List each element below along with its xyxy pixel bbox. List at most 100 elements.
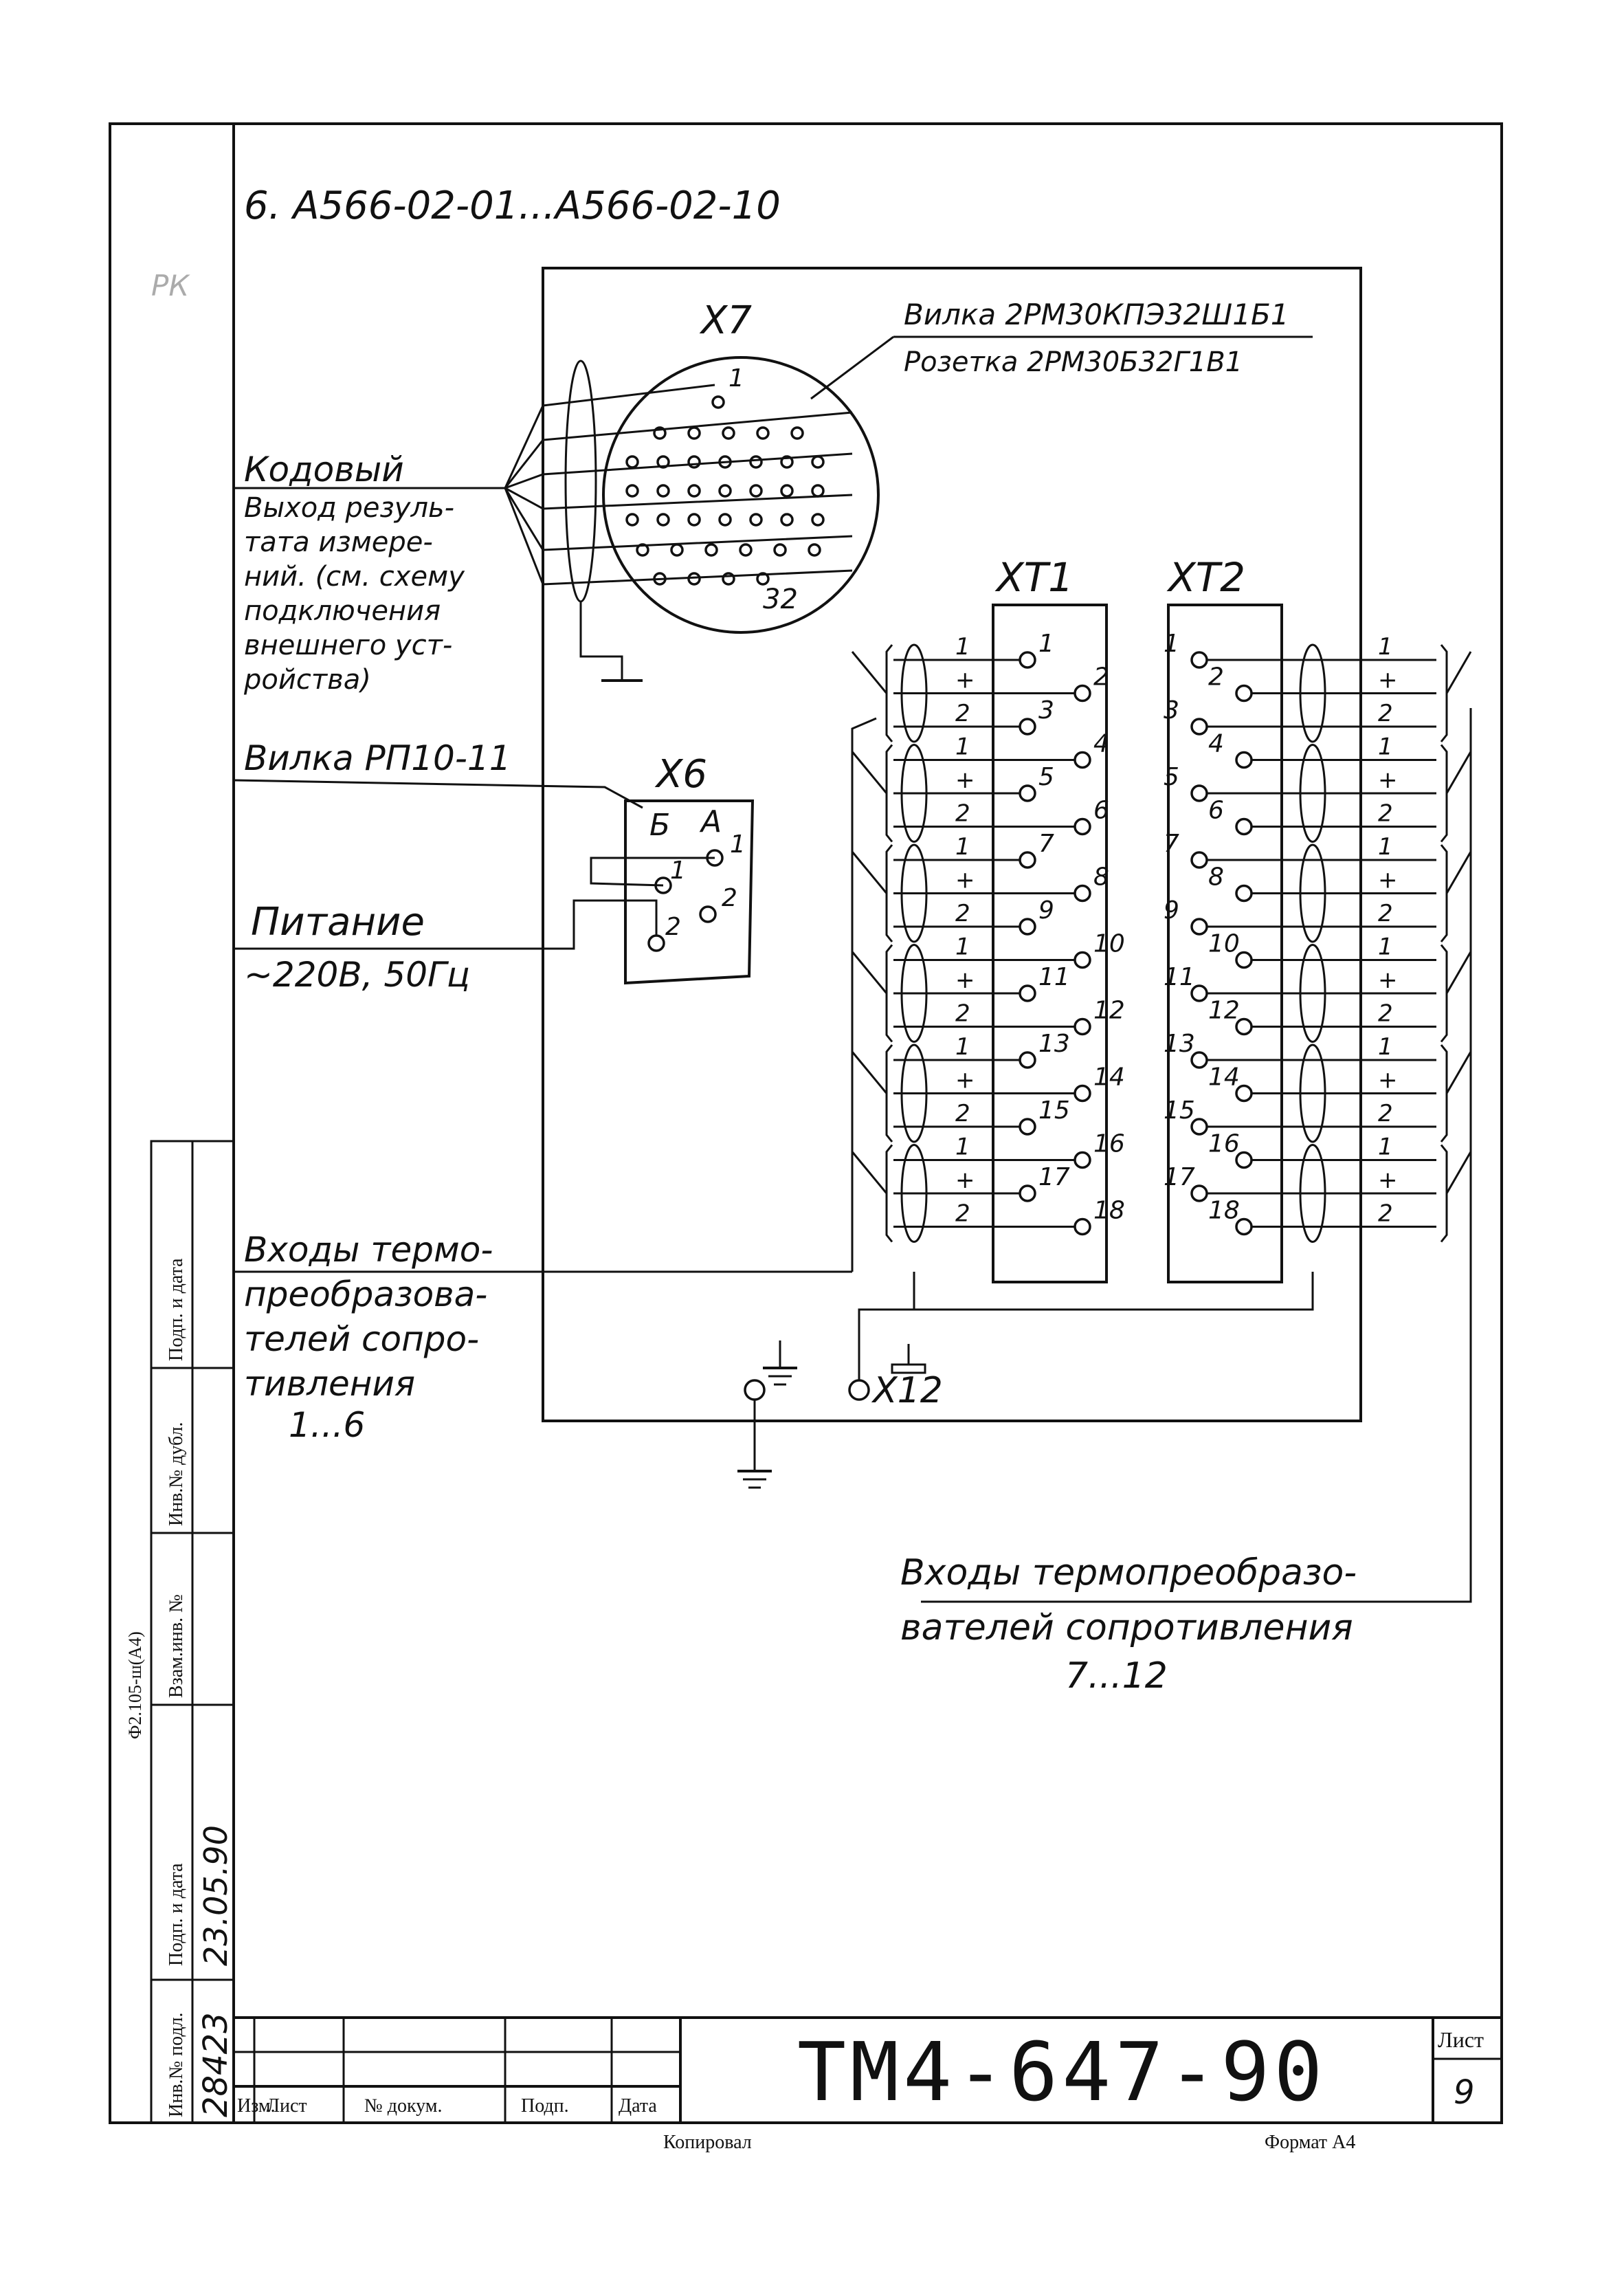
- wire-label: 2: [1378, 800, 1393, 828]
- cable-shield: [900, 1044, 928, 1143]
- wire-label: 1: [1378, 1134, 1393, 1161]
- x6-col-a: А: [699, 804, 722, 839]
- x6-pin-a1-label: 1: [730, 830, 746, 859]
- cable-lead: [851, 951, 888, 994]
- wire-label: +: [955, 1167, 975, 1194]
- terminal-pin-label: 8: [1208, 863, 1224, 892]
- wire-label: +: [955, 967, 975, 994]
- cable-shield: [1299, 643, 1326, 743]
- side-stamp: Инв.№ подл. 28423 Подп. и дата 23.05.90 …: [125, 1140, 235, 2124]
- cable-bracket: [1440, 644, 1448, 742]
- terminal-pin-label: 13: [1038, 1030, 1070, 1058]
- inputs-left-line-2: преобразова-: [244, 1274, 487, 1314]
- terminal-pin: [1235, 817, 1253, 836]
- side-dup-label: Инв.№ дубл.: [166, 1422, 187, 1526]
- terminal-pin-label: 15: [1038, 1096, 1070, 1125]
- sheet-label: Лист: [1438, 2027, 1484, 2052]
- x7-pin: [687, 455, 701, 469]
- x7-leader-line: [810, 335, 894, 400]
- cable-bracket: [1440, 1144, 1448, 1243]
- cable-shield: [900, 843, 928, 943]
- x12-chassis-symbol: [891, 1344, 926, 1374]
- x6-pin-b1-label: 1: [670, 857, 686, 885]
- wire-label: 1: [1378, 1033, 1393, 1061]
- power-title: Питание: [251, 900, 425, 945]
- terminal-pin: [1190, 651, 1208, 669]
- copied-label: Копировал: [663, 2132, 752, 2153]
- terminal-pin-label: 9: [1164, 896, 1179, 925]
- wire-label: +: [955, 667, 975, 694]
- cable-bracket: [885, 1044, 893, 1142]
- x7-pin: [687, 513, 701, 527]
- cable-shield: [900, 944, 928, 1043]
- cable-bracket: [885, 744, 893, 843]
- x12-label: Х12: [871, 1370, 943, 1411]
- x7-pin: [625, 484, 639, 498]
- x7-pin: [790, 426, 804, 440]
- terminal-pin-label: 10: [1093, 930, 1125, 958]
- col-list: Лист: [267, 2095, 307, 2117]
- cable-bracket: [1440, 744, 1448, 843]
- cable-lead: [1445, 751, 1472, 794]
- chassis-ground-terminal: [744, 1379, 766, 1401]
- side-inv-value: 28423: [197, 2012, 235, 2117]
- x7-plug-label: Вилка 2РМ30КПЭ32Ш1Б1: [904, 298, 1289, 331]
- terminal-pin-label: 16: [1208, 1130, 1240, 1158]
- terminal-pin-label: 3: [1164, 696, 1179, 725]
- svg-text:подключения: подключения: [244, 595, 441, 627]
- terminal-pin: [1019, 718, 1036, 736]
- x7-pin: [718, 513, 732, 527]
- title-block: Изм. Лист № докум. Подп. Дата ТМ4-647-90…: [234, 2016, 1502, 2153]
- cable-bracket: [1440, 1044, 1448, 1142]
- x7-pin: [687, 484, 701, 498]
- x7-pin: [625, 513, 639, 527]
- cable-bracket: [1440, 844, 1448, 942]
- terminal-pin: [1074, 1217, 1091, 1236]
- power-wire-b: [234, 899, 658, 950]
- inputs-left-line-1: Входы термо-: [244, 1230, 493, 1270]
- wire-label: 2: [1378, 700, 1393, 727]
- wire-label: 2: [955, 700, 970, 727]
- terminal-pin-label: 14: [1208, 1063, 1240, 1092]
- terminal-pin: [1019, 1184, 1036, 1202]
- x7-pin: [780, 513, 794, 527]
- x7-name: Х7: [699, 298, 752, 343]
- terminal-pin-label: 7: [1038, 830, 1054, 858]
- x7-pin: [756, 426, 770, 440]
- x7-pin: [711, 395, 725, 409]
- cable-lead: [1445, 951, 1472, 994]
- format-label: Формат А4: [1265, 2132, 1355, 2153]
- terminal-pin-label: 11: [1038, 963, 1070, 991]
- terminal-pin-label: 17: [1038, 1163, 1070, 1191]
- terminal-pin: [1235, 684, 1253, 703]
- code-output-desc: Выход резуль- тата измере- ний. (см. схе…: [243, 492, 465, 696]
- x7-pin: [780, 484, 794, 498]
- cable-shield: [1299, 843, 1326, 943]
- code-output-title: Кодовый: [244, 450, 404, 489]
- terminal-pin-label: 6: [1093, 797, 1109, 825]
- terminal-pin: [1190, 918, 1208, 936]
- shield-ground-wire-left: [858, 1272, 915, 1380]
- x6-pin-b2: [647, 934, 665, 952]
- terminal-pin-label: 11: [1164, 963, 1195, 991]
- x7-pin: [636, 543, 649, 557]
- inputs-left-line-3: телей сопро-: [244, 1319, 479, 1359]
- svg-text:ройства): ройства): [243, 664, 371, 696]
- wire-label: +: [955, 1067, 975, 1094]
- terminal-pin: [1190, 784, 1208, 802]
- col-izm: Изм.: [237, 2095, 276, 2117]
- x7-pin: [656, 484, 670, 498]
- cable-shield: [900, 643, 928, 743]
- cable-shield: [1299, 944, 1326, 1043]
- x7-pin: [625, 455, 639, 469]
- cable-bracket: [885, 1144, 893, 1243]
- terminal-pin: [1019, 851, 1036, 869]
- wire-label: 1: [955, 934, 970, 961]
- inputs-left-line-5: 1...6: [289, 1405, 365, 1445]
- terminal-pin-label: 12: [1208, 997, 1240, 1025]
- cable-shield: [900, 744, 928, 843]
- x7-pin: [749, 513, 763, 527]
- terminal-pin-label: 15: [1164, 1096, 1195, 1125]
- terminal-pin: [1019, 651, 1036, 669]
